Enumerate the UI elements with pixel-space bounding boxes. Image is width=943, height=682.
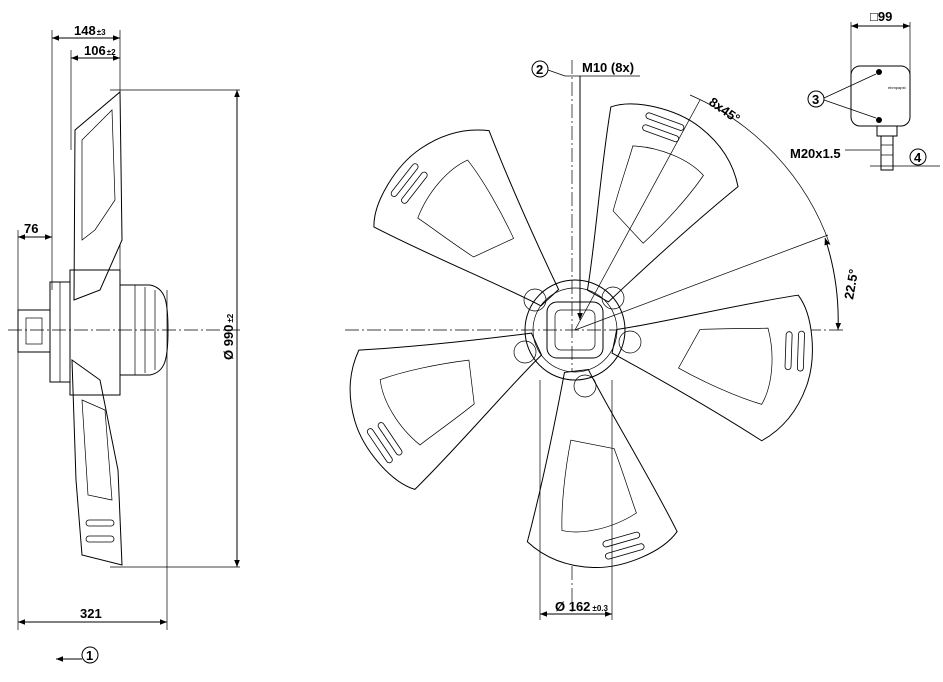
callout-3: 3 (812, 92, 819, 107)
dim-thread-mount: M10 (8x) (582, 60, 634, 75)
side-view: 148±3 106±2 76 321 Ø 990±2 (8, 23, 240, 630)
callout-1: 1 (86, 648, 93, 663)
dim-hub-offset: 76 (24, 221, 38, 236)
dim-angle-pitch: 8x45° (706, 94, 743, 126)
dim-total-width: 321 (80, 606, 102, 621)
airflow-callout: 1 (56, 646, 99, 664)
dim-overall-depth: 148±3 (74, 23, 106, 38)
dim-box-size: □99 (870, 9, 892, 24)
dim-hub-bore: Ø 162±0.3 (555, 599, 608, 614)
callout-4: 4 (914, 150, 922, 165)
dim-angle-offset: 22.5° (841, 268, 861, 301)
dim-diameter: Ø 990±2 (221, 313, 236, 360)
callout-2: 2 (536, 62, 543, 77)
terminal-box-view: □99 ebmpapst 3 M20x1.5 4 (790, 9, 940, 171)
front-view: 8x45° 22.5° M10 (8x) 2 Ø 162±0.3 (331, 60, 861, 620)
dim-blade-depth: 106±2 (84, 43, 116, 58)
terminal-box-brand: ebmpapst (888, 85, 906, 90)
dim-cable-gland: M20x1.5 (790, 146, 841, 161)
